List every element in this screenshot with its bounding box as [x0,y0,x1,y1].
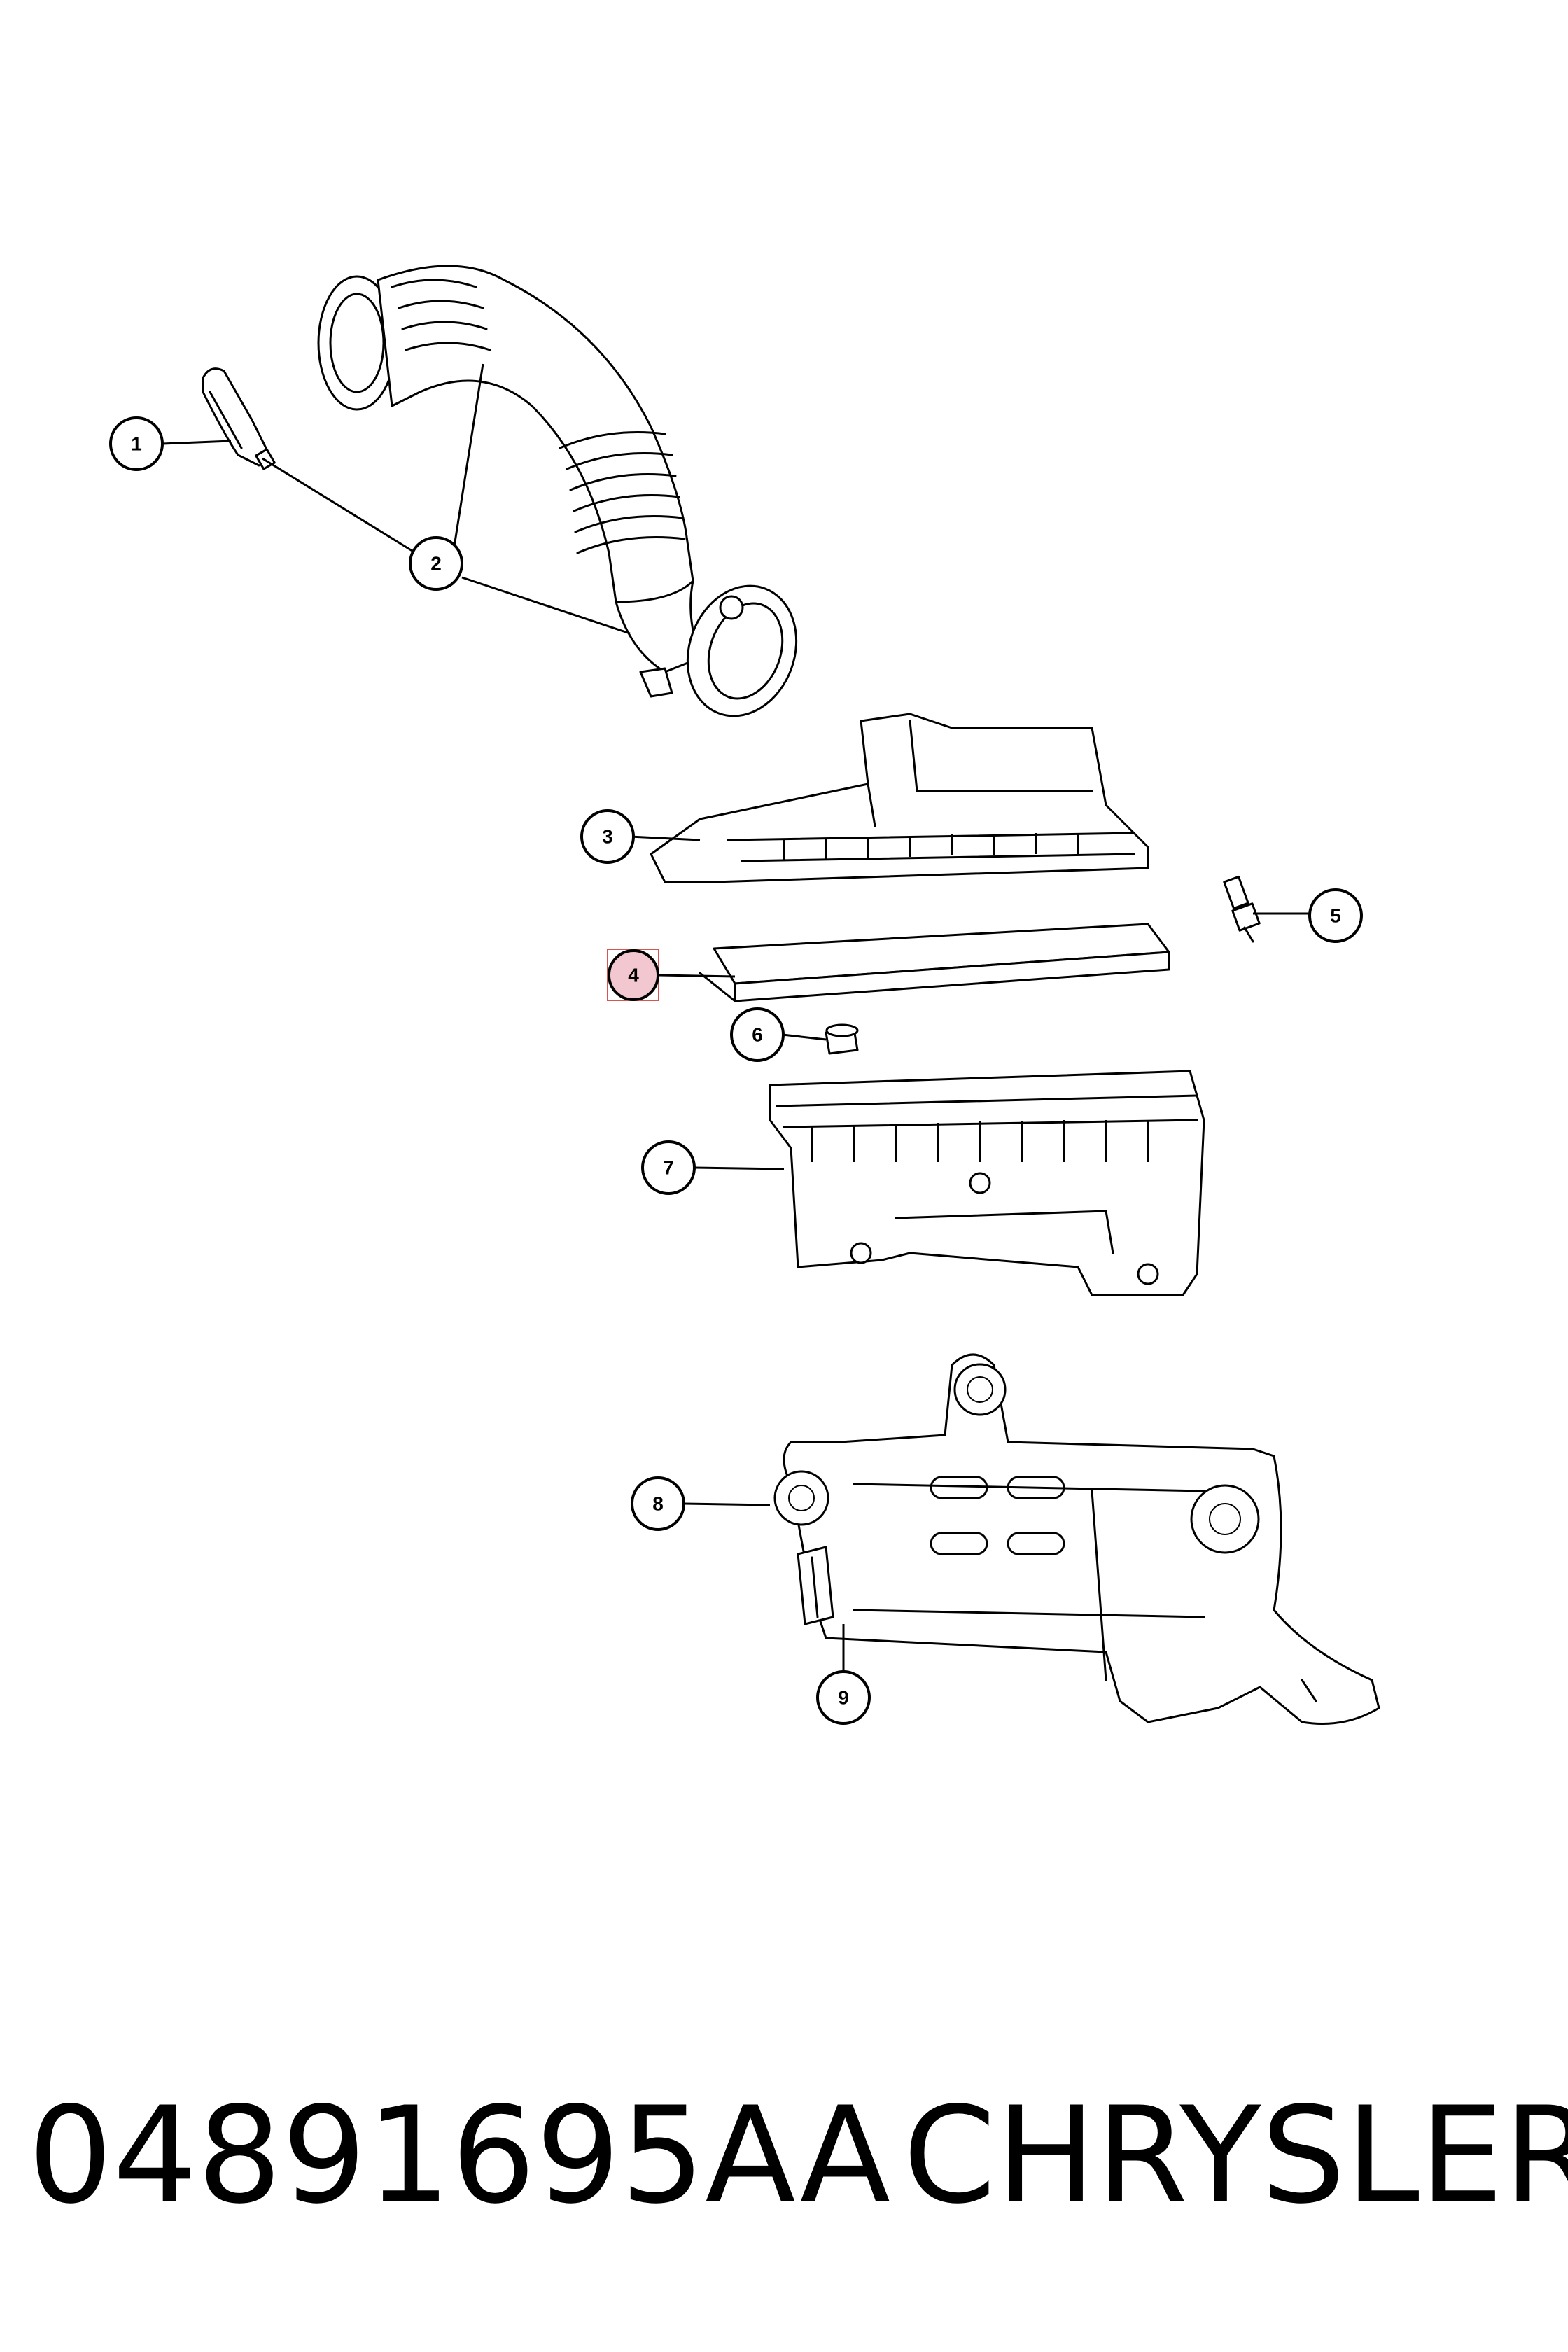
callout-2-label: 2 [430,553,442,575]
callout-4: 4 [607,948,659,1001]
part-number: 04891695AA [28,2078,891,2233]
part-6-grommet [825,1023,859,1055]
part-2-air-hose [317,265,798,718]
brand-name: CHRYSLER [903,2078,1568,2233]
part-8-bracket [774,1353,1380,1725]
callout-1: 1 [109,416,164,471]
callout-5-label: 5 [1330,905,1341,927]
leader-lines [162,363,1309,1672]
callout-3-label: 3 [602,826,613,848]
callout-9: 9 [816,1670,871,1725]
callout-8-label: 8 [652,1493,664,1515]
callout-1-label: 1 [131,433,142,455]
callout-3: 3 [580,809,635,864]
callout-6: 6 [730,1007,785,1062]
part-9-side-clip [797,1546,834,1625]
callout-2: 2 [409,536,463,591]
part-5-sensor [1223,875,1261,943]
part-7-lower-housing [769,1070,1205,1296]
part-4-air-filter [699,923,1170,1002]
callout-7-label: 7 [663,1157,674,1179]
part-3-upper-cover [650,713,1149,883]
callout-5: 5 [1308,888,1363,943]
callout-9-label: 9 [838,1687,849,1709]
callout-7: 7 [641,1140,696,1195]
callout-4-label: 4 [628,965,639,986]
callout-6-label: 6 [752,1024,763,1046]
callout-8: 8 [631,1476,685,1531]
part-1-clip [202,368,276,470]
